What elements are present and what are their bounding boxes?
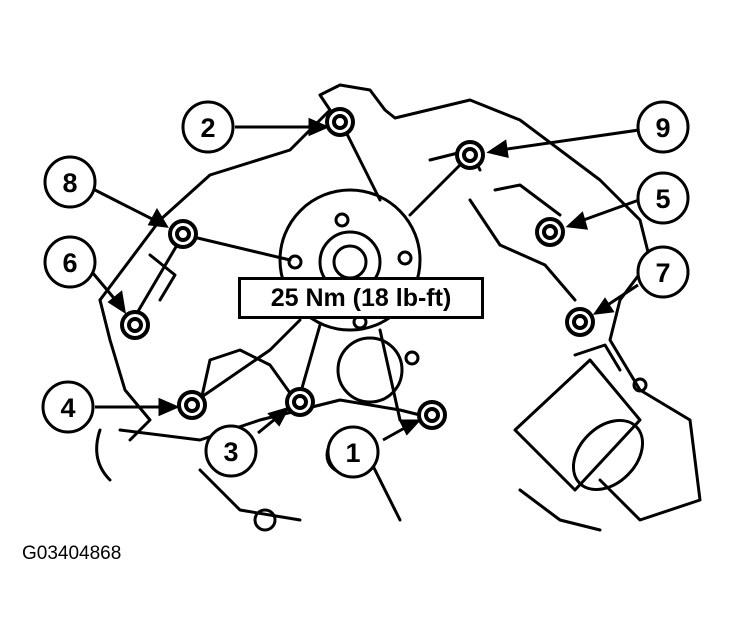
callout-4: 4: [41, 380, 95, 434]
callout-2-number: 2: [200, 113, 215, 143]
callout-7-number: 7: [655, 258, 670, 288]
callout-7: 7: [636, 245, 690, 299]
callout-5: 5: [636, 171, 690, 225]
bolt-9: [455, 140, 485, 170]
leader-arrows: [90, 117, 640, 442]
callout-6-number: 6: [62, 248, 77, 278]
callout-8-number: 8: [62, 168, 77, 198]
callout-4-number: 4: [60, 393, 75, 423]
callout-1: 1: [326, 425, 380, 479]
callouts: 2 9 8 5 6 7 4 3 1: [41, 100, 690, 479]
bolt-4: [177, 390, 207, 420]
callout-9-number: 9: [655, 113, 670, 143]
bolt-2: [325, 107, 355, 137]
bolt-1: [417, 400, 447, 430]
callout-6: 6: [43, 235, 97, 289]
torque-spec-label: 25 Nm (18 lb-ft): [238, 277, 484, 319]
callout-9: 9: [636, 100, 690, 154]
bolt-6: [120, 310, 150, 340]
bolt-5: [535, 217, 565, 247]
callout-5-number: 5: [655, 184, 670, 214]
callout-8: 8: [43, 155, 97, 209]
bolt-7: [565, 307, 595, 337]
bolt-heads: [120, 107, 595, 430]
bolt-8: [168, 219, 198, 249]
callout-1-number: 1: [345, 438, 360, 468]
bolt-3: [285, 387, 315, 417]
callout-2: 2: [181, 100, 235, 154]
callout-3: 3: [204, 424, 258, 478]
callout-3-number: 3: [223, 437, 238, 467]
figure-code: G03404868: [22, 543, 122, 564]
